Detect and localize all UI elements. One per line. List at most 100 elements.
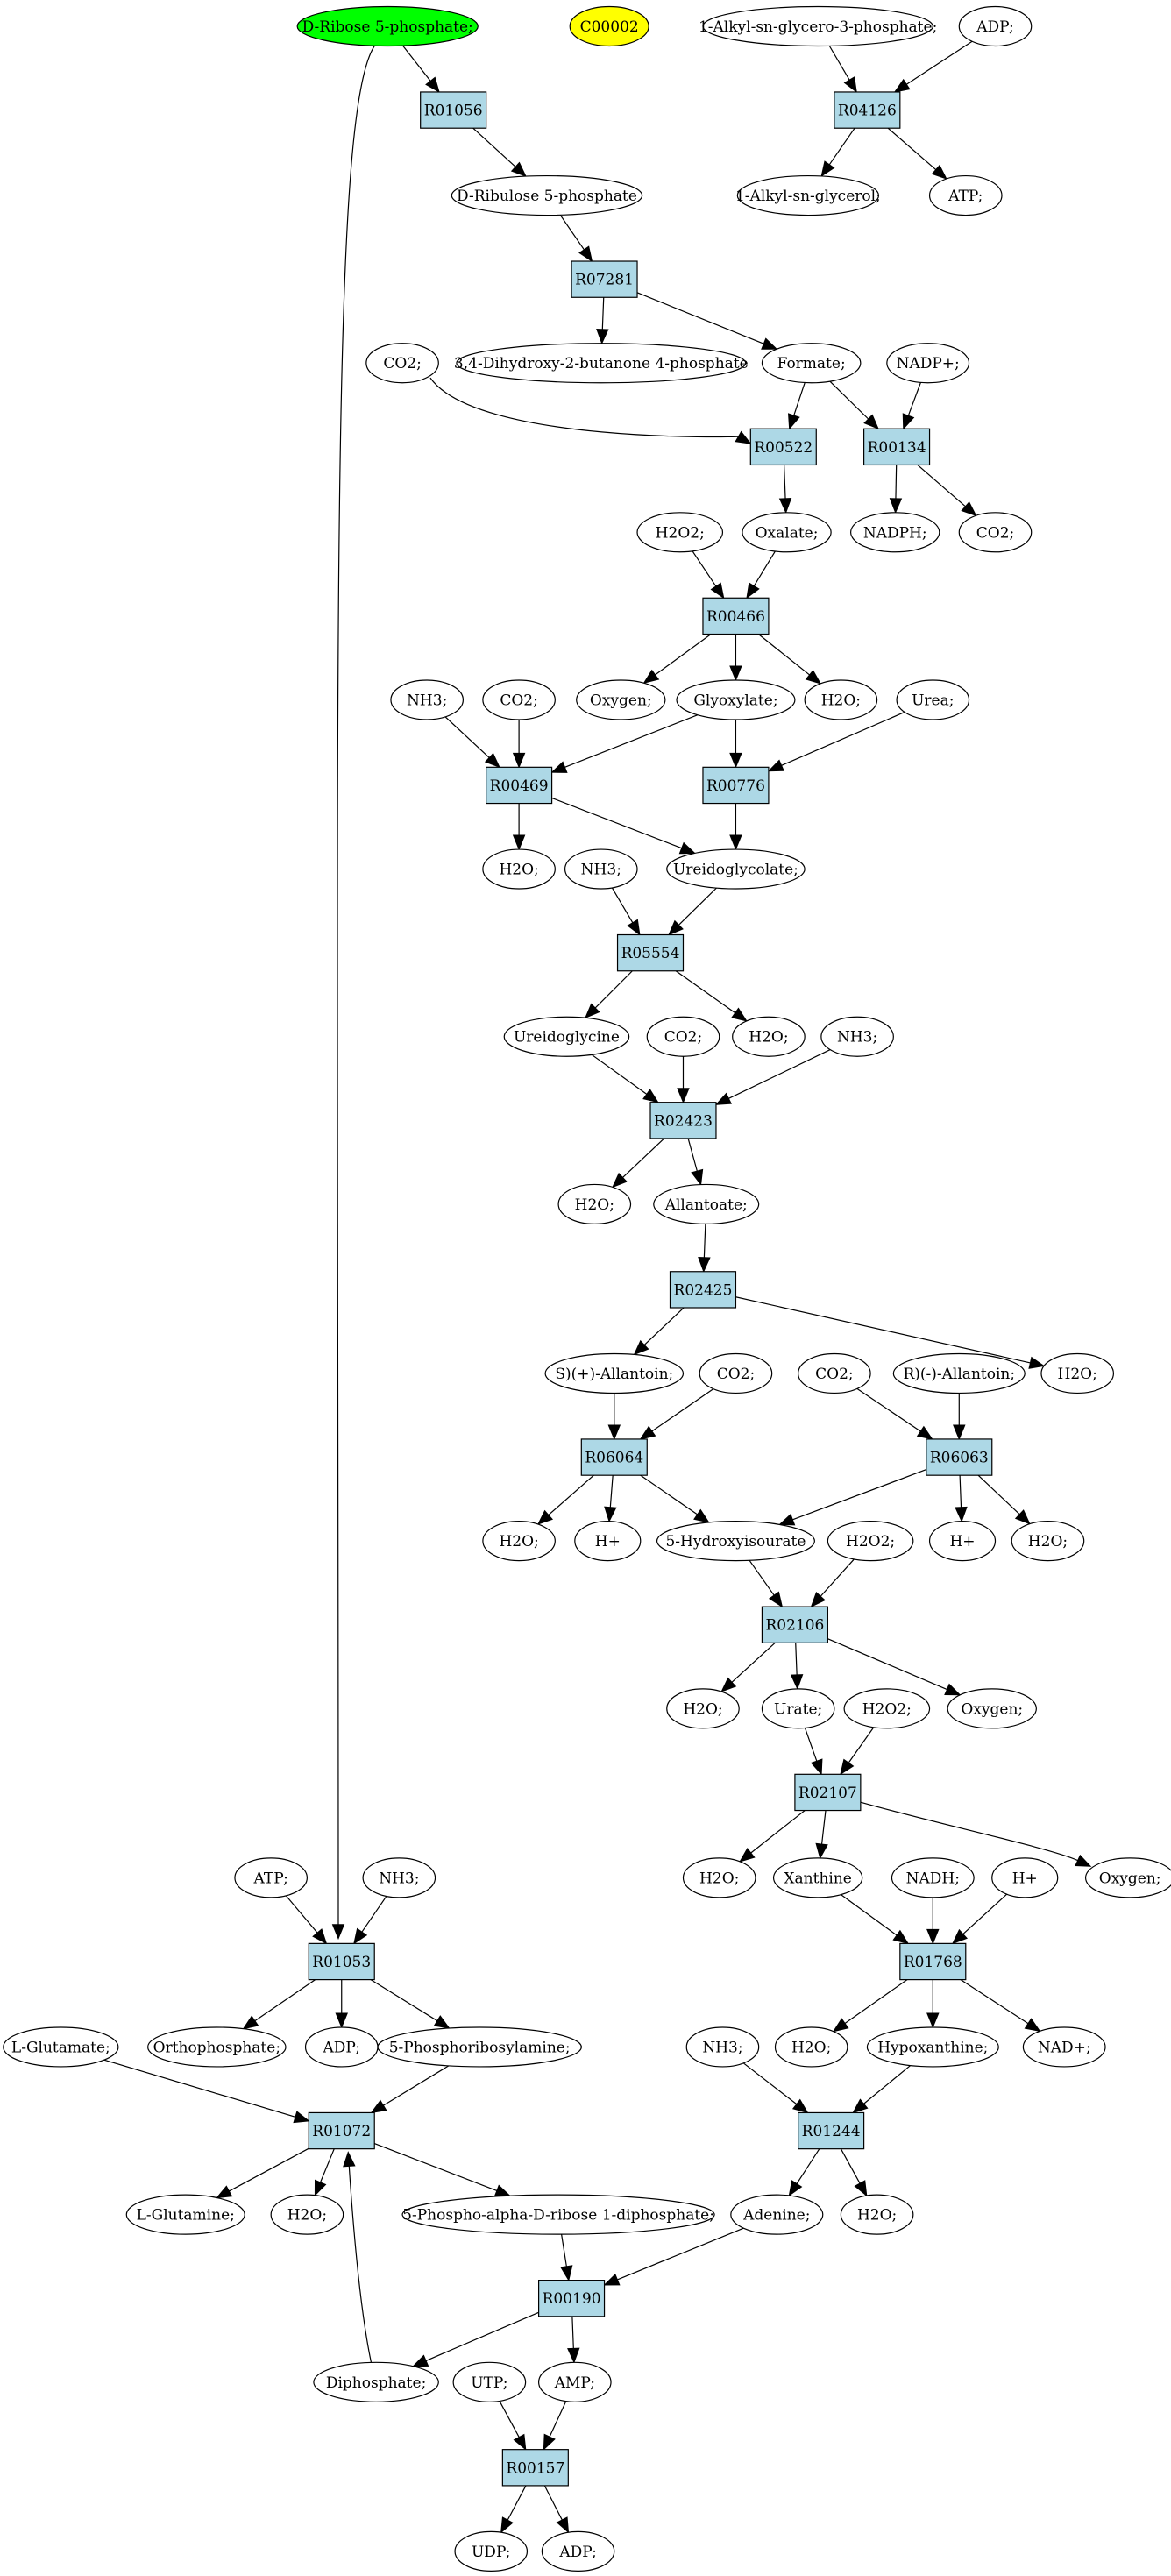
compound-oxalate[interactable]: Oxalate; [742, 512, 832, 553]
compound-alkylglycerop[interactable]: 1-Alkyl-sn-glycero-3-phosphate; [699, 5, 937, 47]
compound-urate[interactable]: Urate; [761, 1688, 835, 1729]
reaction-r07281[interactable]: R07281 [571, 260, 638, 298]
compound-h2o2-3[interactable]: H2O2; [843, 1688, 931, 1729]
edge-c-h2o2-1-to-r00466-arrowhead [710, 582, 725, 600]
compound-alkylglycerol[interactable]: 1-Alkyl-sn-glycerol; [735, 174, 881, 216]
compound-s-allantoin[interactable]: S)(+)-Allantoin; [544, 1352, 685, 1394]
compound-co2-2[interactable]: CO2; [958, 512, 1033, 553]
compound-amp[interactable]: AMP; [537, 2361, 612, 2402]
compound-hplus-3[interactable]: H+ [991, 1857, 1059, 1898]
compound-xanthine[interactable]: Xanthine [772, 1857, 863, 1898]
reaction-r06064[interactable]: R06064 [580, 1438, 648, 1476]
compound-ribulose5p[interactable]: D-Ribulose 5-phosphate [451, 174, 643, 216]
reaction-r00522[interactable]: R00522 [749, 428, 817, 466]
compound-nh3-1[interactable]: NH3; [390, 679, 465, 720]
reaction-r01072[interactable]: R01072 [308, 2111, 375, 2150]
compound-ribose5p[interactable]: D-Ribose 5-phosphate; [296, 5, 479, 47]
compound-label: H2O; [1058, 1366, 1097, 1383]
compound-adp-1[interactable]: ADP; [958, 5, 1033, 47]
compound-h2o-4[interactable]: H2O; [557, 1183, 632, 1224]
compound-h2o2-1[interactable]: H2O2; [636, 512, 724, 553]
compound-h2o-12[interactable]: H2O; [840, 2194, 914, 2235]
reaction-r06063[interactable]: R06063 [926, 1438, 993, 1476]
compound-prpp[interactable]: 5-Phospho-alpha-D-ribose 1-diphosphate; [401, 2194, 715, 2235]
compound-h2o-5[interactable]: H2O; [1040, 1352, 1115, 1394]
reaction-r05554[interactable]: R05554 [616, 933, 685, 972]
compound-node-shape [125, 2194, 245, 2235]
compound-h2o-8[interactable]: H2O; [666, 1688, 740, 1729]
reaction-r04126[interactable]: R04126 [834, 91, 901, 129]
compound-hypoxanthine[interactable]: Hypoxanthine; [866, 2026, 999, 2068]
reaction-r00469[interactable]: R00469 [486, 766, 553, 805]
compound-diphosphate[interactable]: Diphosphate; [313, 2361, 439, 2402]
compound-lglutamine[interactable]: L-Glutamine; [125, 2194, 245, 2235]
compound-c00002[interactable]: C00002 [569, 5, 649, 47]
edge-r00776-to-c-ureidoglycolate-arrowhead [729, 834, 742, 851]
reaction-r00776[interactable]: R00776 [702, 766, 770, 805]
compound-h2o-7[interactable]: H2O; [1011, 1521, 1085, 1562]
edge-c-nh3-1-to-r00469-arrowhead [484, 752, 500, 769]
compound-co2-5[interactable]: CO2; [699, 1352, 773, 1394]
compound-oxygen-3[interactable]: Oxygen; [1084, 1857, 1171, 1898]
compound-nadp[interactable]: NADP+; [886, 343, 970, 384]
compound-hiu[interactable]: 5-Hydroxyisourate [656, 1521, 815, 1562]
compound-adp-3[interactable]: ADP; [541, 2530, 615, 2572]
reaction-r02425[interactable]: R02425 [669, 1271, 737, 1309]
compound-hplus-2[interactable]: H+ [928, 1521, 997, 1562]
compound-dhbp[interactable]: 3,4-Dihydroxy-2-butanone 4-phosphate [454, 343, 749, 384]
reaction-r01056[interactable]: R01056 [420, 91, 487, 129]
compound-h2o-2[interactable]: H2O; [482, 848, 556, 890]
reaction-r01244[interactable]: R01244 [798, 2111, 865, 2150]
compound-pra[interactable]: 5-Phosphoribosylamine; [377, 2026, 582, 2068]
compound-udp[interactable]: UDP; [454, 2530, 529, 2572]
compound-r-allantoin[interactable]: R)(-)-Allantoin; [892, 1352, 1026, 1394]
compound-h2o2-2[interactable]: H2O2; [827, 1521, 914, 1562]
reaction-r00466[interactable]: R00466 [702, 597, 770, 635]
reaction-r01768[interactable]: R01768 [899, 1942, 967, 1981]
compound-h2o-6[interactable]: H2O; [482, 1521, 556, 1562]
compound-nadph[interactable]: NADPH; [850, 512, 940, 553]
compound-lglutamate[interactable]: L-Glutamate; [3, 2026, 119, 2068]
compound-label: NH3; [837, 1029, 877, 1047]
compound-atp-2[interactable]: ATP; [234, 1857, 308, 1898]
compound-ureidoglycine[interactable]: Ureidoglycine [503, 1016, 630, 1057]
compound-h2o-10[interactable]: H2O; [774, 2026, 848, 2068]
edge-r01072-to-c-prpp [374, 2142, 498, 2192]
edge-r01053-to-c-pra [370, 1979, 438, 2022]
compound-glyoxylate[interactable]: Glyoxylate; [676, 679, 796, 720]
compound-ureidoglycolate[interactable]: Ureidoglycolate; [666, 848, 806, 890]
compound-allantoate[interactable]: Allantoate; [653, 1183, 760, 1224]
compound-nh3-5[interactable]: NH3; [685, 2026, 760, 2068]
compound-co2-6[interactable]: CO2; [798, 1352, 871, 1394]
compound-h2o-11[interactable]: H2O; [270, 2194, 344, 2235]
compound-nh3-4[interactable]: NH3; [362, 1857, 436, 1898]
reaction-r01053[interactable]: R01053 [308, 1942, 375, 1981]
compound-h2o-9[interactable]: H2O; [682, 1857, 756, 1898]
compound-adenine[interactable]: Adenine; [730, 2194, 824, 2235]
compound-co2-3[interactable]: CO2; [482, 679, 556, 720]
compound-adp-2[interactable]: ADP; [304, 2026, 379, 2068]
compound-oxygen-2[interactable]: Oxygen; [947, 1688, 1037, 1729]
compound-co2-4[interactable]: CO2; [646, 1016, 720, 1057]
reaction-r02107[interactable]: R02107 [794, 1773, 862, 1812]
compound-nad[interactable]: NAD+; [1022, 2026, 1106, 2068]
compound-hplus-1[interactable]: H+ [574, 1521, 642, 1562]
reaction-r02423[interactable]: R02423 [649, 1102, 717, 1139]
compound-utp[interactable]: UTP; [452, 2361, 527, 2402]
compound-formate[interactable]: Formate; [761, 343, 862, 384]
compound-co2-1[interactable]: CO2; [365, 343, 439, 384]
compound-h2o-1[interactable]: H2O; [804, 679, 878, 720]
compound-node-shape [886, 343, 970, 384]
reaction-r00134[interactable]: R00134 [863, 428, 931, 466]
compound-nadh[interactable]: NADH; [891, 1857, 975, 1898]
compound-h2o-3[interactable]: H2O; [732, 1016, 806, 1057]
compound-nh3-3[interactable]: NH3; [820, 1016, 894, 1057]
compound-nh3-2[interactable]: NH3; [564, 848, 638, 890]
compound-oxygen-1[interactable]: Oxygen; [576, 679, 666, 720]
compound-orthophosphate[interactable]: Orthophosphate; [147, 2026, 287, 2068]
reaction-r02106[interactable]: R02106 [761, 1606, 828, 1643]
reaction-r00157[interactable]: R00157 [501, 2449, 569, 2487]
compound-urea[interactable]: Urea; [896, 679, 970, 720]
compound-atp-1[interactable]: ATP; [928, 174, 1003, 216]
reaction-r00190[interactable]: R00190 [537, 2280, 606, 2317]
